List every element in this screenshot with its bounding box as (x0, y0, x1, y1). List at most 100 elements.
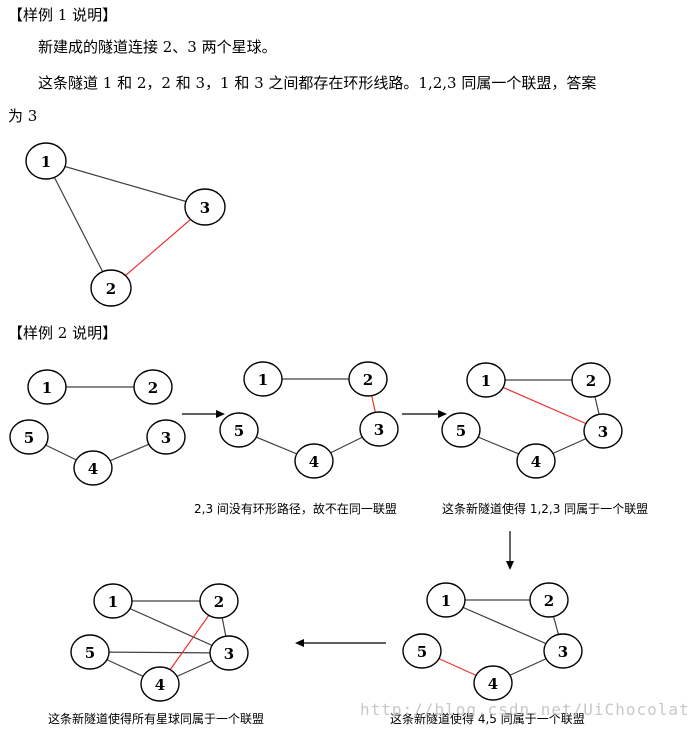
watermark-text: http://blog.csdn.net/UiChocolate (360, 700, 688, 719)
node-circle (90, 269, 132, 307)
node-circle (27, 369, 67, 405)
node-circle (146, 419, 186, 455)
node-label: 2 (148, 379, 158, 397)
node-label: 2 (214, 593, 224, 611)
node-3: 3 (184, 188, 226, 226)
node-3: 3 (209, 635, 249, 671)
node-label: 2 (544, 592, 554, 610)
node-circle (543, 633, 583, 669)
node-4: 4 (473, 665, 513, 701)
node-circle (529, 582, 569, 618)
edge-1-3 (45, 160, 206, 208)
node-1: 1 (93, 583, 133, 619)
node-3: 3 (359, 411, 399, 447)
node-5: 5 (402, 633, 442, 669)
node-4: 4 (140, 666, 180, 702)
node-label: 1 (441, 592, 451, 610)
node-circle (70, 634, 110, 670)
node-2: 2 (133, 369, 173, 405)
edge-1-2 (45, 160, 112, 289)
edge-1-3 (445, 599, 564, 652)
node-label: 5 (24, 429, 34, 447)
node-label: 2 (106, 280, 116, 298)
node-2: 2 (199, 583, 239, 619)
edge-1-3 (112, 600, 230, 654)
node-circle (402, 633, 442, 669)
node-circle (571, 362, 611, 398)
node-1: 1 (466, 362, 506, 398)
caption-no-cycle: 2,3 间没有环形路径，故不在同一联盟 (194, 502, 397, 516)
node-circle (359, 411, 399, 447)
node-label: 1 (108, 593, 118, 611)
node-circle (199, 583, 239, 619)
node-circle (243, 361, 283, 397)
node-3: 3 (146, 419, 186, 455)
node-label: 1 (41, 153, 51, 171)
node-label: 5 (234, 422, 244, 440)
node-circle (140, 666, 180, 702)
node-5: 5 (441, 412, 481, 448)
node-4: 4 (294, 443, 334, 479)
node-1: 1 (426, 582, 466, 618)
node-circle (25, 142, 67, 180)
node-label: 3 (598, 423, 608, 441)
node-label: 3 (161, 429, 171, 447)
edge-1-3-new (485, 379, 604, 432)
node-2: 2 (348, 361, 388, 397)
node-circle (93, 583, 133, 619)
caption-alliance-1-2-3: 这条新隧道使得 1,2,3 同属于一个联盟 (442, 502, 649, 516)
section-1-line-1: 新建成的隧道连接 2、3 两个星球。 (38, 38, 277, 56)
node-3: 3 (583, 413, 623, 449)
node-label: 5 (417, 643, 427, 661)
node-label: 1 (258, 371, 268, 389)
node-circle (133, 369, 173, 405)
node-3: 3 (543, 633, 583, 669)
node-1: 1 (243, 361, 283, 397)
section-1-heading: 【样例 1 说明】 (8, 6, 118, 24)
node-circle (516, 443, 556, 479)
caption-all-in-alliance: 这条新隧道使得所有星球同属于一个联盟 (48, 712, 265, 726)
node-circle (466, 362, 506, 398)
node-2: 2 (571, 362, 611, 398)
node-label: 4 (531, 453, 541, 471)
node-circle (583, 413, 623, 449)
node-label: 4 (309, 453, 319, 471)
node-label: 1 (481, 372, 491, 390)
node-label: 5 (456, 422, 466, 440)
node-label: 2 (363, 371, 373, 389)
node-4: 4 (73, 450, 113, 486)
node-label: 3 (374, 421, 384, 439)
node-label: 4 (488, 675, 498, 693)
node-2: 2 (529, 582, 569, 618)
node-4: 4 (516, 443, 556, 479)
node-circle (441, 412, 481, 448)
node-label: 2 (586, 372, 596, 390)
node-1: 1 (25, 142, 67, 180)
section-2-heading: 【样例 2 说明】 (8, 324, 118, 342)
node-circle (294, 443, 334, 479)
node-label: 3 (224, 645, 234, 663)
node-label: 4 (155, 676, 165, 694)
node-circle (473, 665, 513, 701)
node-5: 5 (70, 634, 110, 670)
node-5: 5 (9, 419, 49, 455)
node-2: 2 (90, 269, 132, 307)
caption-alliance-4-5: 这条新隧道使得 4,5 同属于一个联盟 (390, 712, 585, 726)
node-5: 5 (219, 412, 259, 448)
node-circle (73, 450, 113, 486)
edge-3-2-new (110, 206, 206, 289)
node-label: 3 (558, 643, 568, 661)
node-circle (209, 635, 249, 671)
node-1: 1 (27, 369, 67, 405)
section-1-line-2: 这条隧道 1 和 2，2 和 3，1 和 3 之间都存在环形线路。1,2,3 同… (38, 74, 597, 92)
node-circle (219, 412, 259, 448)
node-label: 1 (42, 379, 52, 397)
